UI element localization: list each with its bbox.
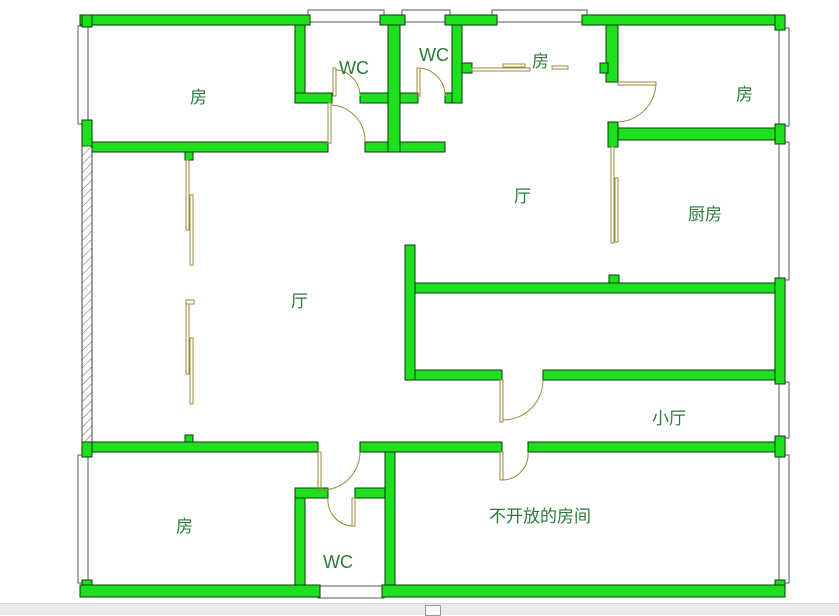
floor-plan: 房 WC WC 房 房 厅 厨房 厅 小厅 房 WC 不开放的房间: [77, 9, 790, 599]
hall-label: 厅: [514, 187, 531, 207]
closed-room-label: 不开放的房间: [489, 507, 591, 527]
room-label: 房: [532, 52, 549, 72]
hall-label: 厅: [291, 292, 308, 312]
room-label: 房: [176, 517, 193, 537]
room-label: 房: [736, 85, 753, 105]
kitchen-label: 厨房: [688, 205, 722, 225]
small-hall-label: 小厅: [652, 409, 686, 429]
wc-label: WC: [419, 45, 449, 65]
windows: [77, 9, 790, 599]
room-label: 房: [190, 88, 207, 108]
doors: [185, 63, 657, 527]
horizontal-scrollbar[interactable]: [0, 603, 839, 616]
wc-label: WC: [323, 552, 353, 572]
walls: [79, 14, 786, 598]
scrollbar-thumb[interactable]: [425, 605, 441, 616]
wc-label: WC: [339, 58, 369, 78]
